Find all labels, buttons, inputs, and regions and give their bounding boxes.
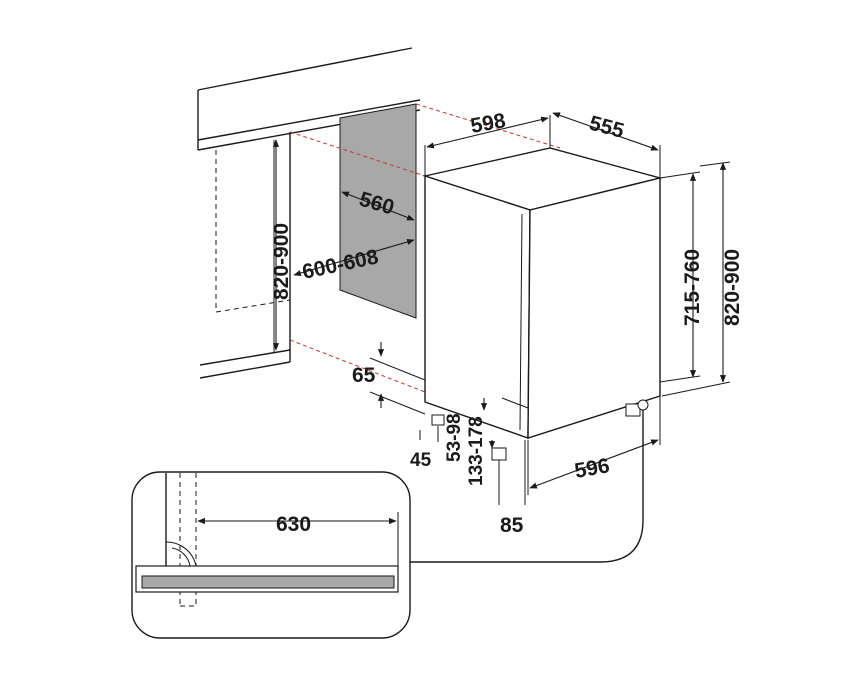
- niche-height-label: 820-900: [270, 223, 293, 300]
- plinth-depth-label: 65: [352, 364, 376, 387]
- detail-inset: [131, 471, 411, 639]
- dimension-lines: [272, 112, 731, 563]
- cabinet-outline: [197, 47, 421, 379]
- appliance-height-label: 820-900: [721, 249, 744, 326]
- appliance-depth-label: 555: [587, 112, 627, 143]
- door-height-label: 715-760: [681, 249, 704, 326]
- guide-lines: [289, 103, 561, 393]
- dishwasher-body: [422, 147, 663, 461]
- foot-height-label: 53-98: [444, 413, 465, 462]
- appliance-width-label: 598: [469, 109, 508, 138]
- plinth-height-label: 133-178: [466, 416, 487, 486]
- bottom-width-label: 596: [573, 454, 612, 483]
- bottom-offset-label: 45: [410, 450, 432, 471]
- foot-setback-label: 85: [500, 514, 524, 537]
- detail-clearance-label: 630: [276, 513, 311, 536]
